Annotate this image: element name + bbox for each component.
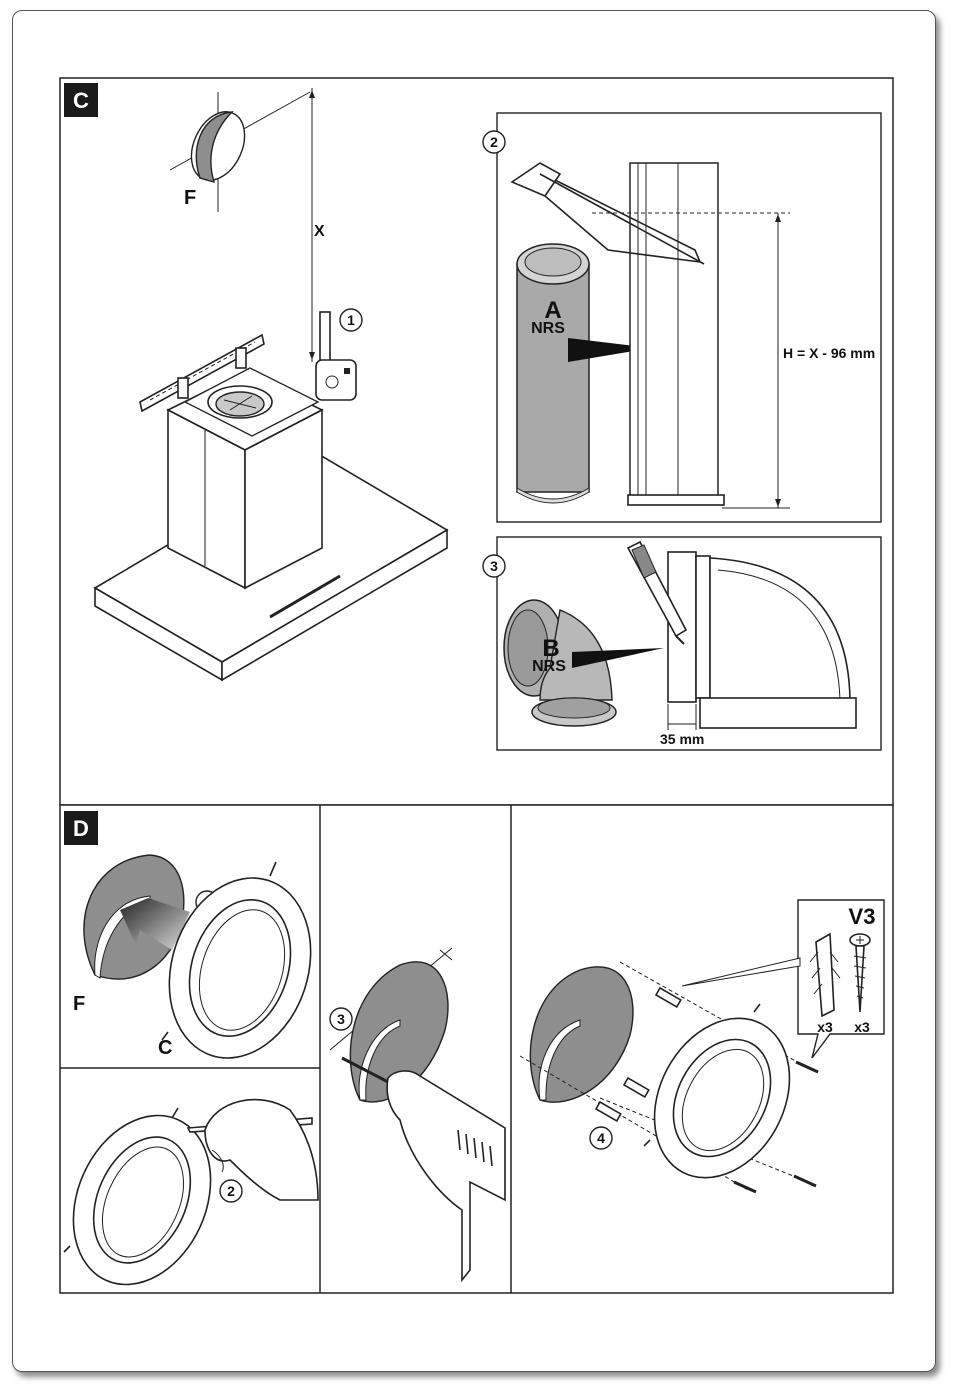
d-ring-label: C [158,1037,172,1059]
wall-hole-f [169,91,311,212]
step-3-number: 3 [490,558,498,574]
step-1-number: 1 [347,312,355,328]
panel-c-tag: C [73,88,89,113]
cut-length-label: 35 mm [660,731,704,747]
mounting-ring-d4 [643,1003,791,1179]
mounting-ring-d1 [161,861,312,1059]
d-hole-label: F [73,993,85,1015]
cut-35mm-dimension [667,704,697,730]
d-step-4-badge [589,1126,613,1150]
d-step-2-number: 2 [227,1183,235,1199]
screws-icon [733,1060,819,1194]
distance-x-label: X [314,223,325,240]
pipe-letter: A [544,297,561,324]
elbow-pointer-arrow [572,648,664,668]
screw-icon [849,933,871,1013]
panel-d-tag-box [64,811,98,845]
screw-quantity: x3 [854,1019,870,1035]
height-h-dimension [592,212,790,509]
v3-kit-label: V3 [849,904,876,929]
wall-plug-icon [809,932,841,1018]
step-1-badge [339,308,363,332]
wall-plugs-icon [594,986,682,1123]
wall-hole-label: F [184,187,196,209]
insert-arrow-icon [120,898,190,950]
elbow-letter: B [542,635,559,662]
chimney-section-illustration [627,162,725,506]
distance-x-dimension [309,88,315,362]
mounting-ring-d2 [63,1107,212,1286]
panel-d-tag: D [73,816,89,841]
d-step-3-badge [329,1007,353,1031]
tape-measure-icon [315,311,357,401]
plug-quantity: x3 [817,1019,833,1035]
height-formula: H = X - 96 mm [783,345,875,361]
d-step-3-number: 3 [337,1011,345,1027]
pipe-code: NRS [531,320,565,337]
utility-knife-icon [626,540,688,645]
cooker-hood-illustration [93,333,449,682]
pipe-a-illustration [516,243,590,504]
elbow-code: NRS [532,658,566,675]
wall-hole-d3 [329,947,453,1103]
elbow-section-illustration [667,551,857,729]
wall-hole-d4 [529,966,634,1103]
step-2-badge [482,130,506,154]
pipe-pointer-arrow [568,338,652,362]
step-3-badge [482,554,506,578]
step-2-number: 2 [490,134,498,150]
d-step-2-badge [219,1179,243,1203]
d-step-4-number: 4 [597,1130,605,1146]
hacksaw-icon [510,162,705,265]
hand-with-pencil-icon [186,1098,319,1201]
power-drill-icon [341,1056,506,1283]
panel-c-tag-box [64,83,98,117]
